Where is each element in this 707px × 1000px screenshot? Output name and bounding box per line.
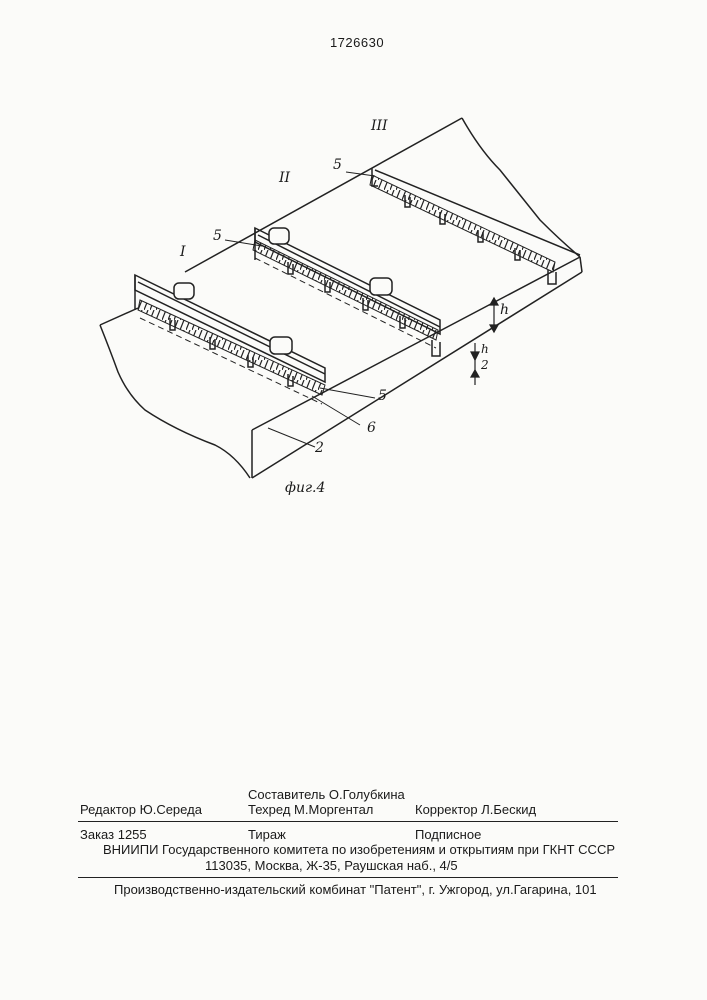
zone-label-3: III: [371, 118, 388, 134]
ref-2: 2: [315, 440, 324, 456]
org-line: ВНИИПИ Государственного комитета по изоб…: [103, 842, 615, 857]
corrector-line: Корректор Л.Бескид: [415, 802, 536, 817]
dim-h: h: [500, 302, 509, 318]
hatched-strips: [138, 175, 555, 404]
subscription-line: Подписное: [415, 827, 481, 842]
zone-label-2: II: [279, 170, 290, 186]
printer-line: Производственно-издательский комбинат "П…: [114, 882, 597, 897]
editor-line: Редактор Ю.Середа: [80, 802, 202, 817]
rule-top: [78, 821, 618, 822]
rule-bottom: [78, 877, 618, 878]
zone-label-1: I: [180, 244, 186, 260]
ref-5-mid: 5: [213, 228, 222, 244]
figure-caption: фиг.4: [285, 480, 325, 496]
ref-5-bottom: 5: [378, 388, 387, 404]
ref-6: 6: [367, 420, 376, 436]
order-line: Заказ 1255: [80, 827, 147, 842]
dim-h-half-den: 2: [481, 358, 489, 372]
compiler-line: Составитель О.Голубкина: [248, 787, 405, 802]
circulation-line: Тираж: [248, 827, 286, 842]
leader-lines: [225, 172, 375, 447]
techred-line: Техред М.Моргентал: [248, 802, 373, 817]
rib-stubs: [170, 168, 556, 386]
ref-5-top: 5: [333, 157, 342, 173]
address-line: 113035, Москва, Ж-35, Раушская наб., 4/5: [205, 858, 458, 873]
dim-h-half-num: h: [481, 342, 489, 356]
